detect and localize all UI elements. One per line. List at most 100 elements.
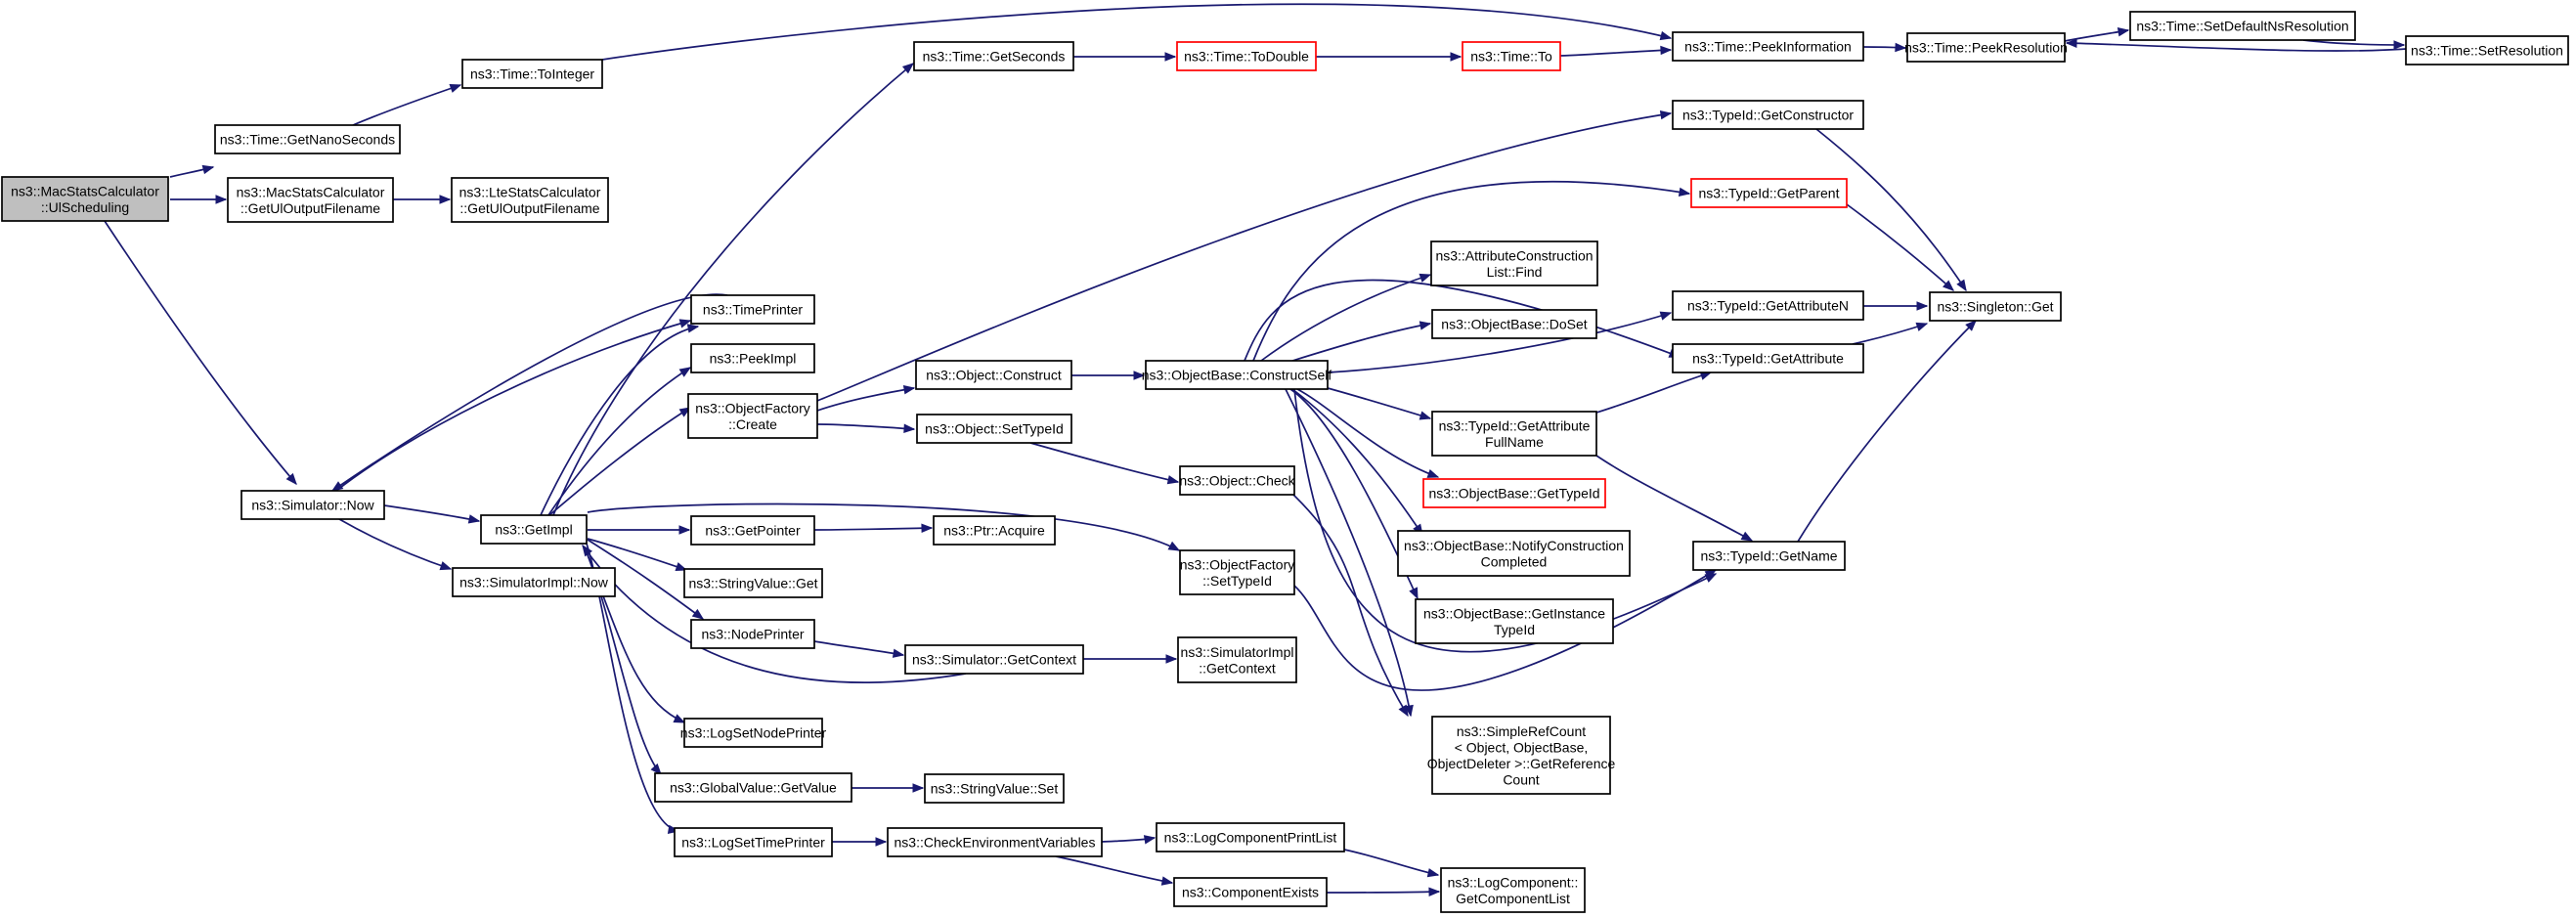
node-box: [1672, 31, 1864, 62]
node-objcheck[interactable]: ns3::Object::Check: [1179, 465, 1296, 496]
node-gvgetvalue[interactable]: ns3::GlobalValue::GetValue: [654, 772, 852, 803]
node-getpointer[interactable]: ns3::GetPointer: [690, 515, 815, 546]
node-timeprinter[interactable]: ns3::TimePrinter: [690, 294, 815, 325]
arrow-head: [1426, 469, 1440, 478]
node-macgetul[interactable]: ns3::MacStatsCalculator::GetUlOutputFile…: [227, 177, 394, 223]
node-objsettypeid[interactable]: ns3::Object::SetTypeId: [916, 414, 1072, 444]
node-box: [687, 393, 818, 439]
node-simgetcontext[interactable]: ns3::Simulator::GetContext: [904, 644, 1084, 675]
node-obgettypeid[interactable]: ns3::ObjectBase::GetTypeId: [1422, 478, 1606, 508]
node-label: ::GetUlOutputFilename: [459, 200, 599, 216]
node-simimplnow[interactable]: ns3::SimulatorImpl::Now: [452, 567, 616, 597]
node-ofcreate[interactable]: ns3::ObjectFactory::Create: [687, 393, 818, 439]
node-box: [904, 644, 1084, 675]
node-singleton[interactable]: ns3::Singleton::Get: [1929, 291, 2062, 322]
edge-from-ofcreate: [816, 112, 1672, 402]
arrow-head: [678, 367, 692, 377]
node-peekinfo[interactable]: ns3::Time::PeekInformation: [1672, 31, 1864, 62]
edge-from-ofcreate: [816, 423, 915, 430]
node-setdefaultns[interactable]: ns3::Time::SetDefaultNsResolution: [2129, 11, 2356, 41]
node-box: [1431, 716, 1611, 795]
node-peekimpl[interactable]: ns3::PeekImpl: [690, 343, 815, 373]
node-label: ns3::LogComponentPrintList: [1164, 830, 1337, 846]
node-getseconds[interactable]: ns3::Time::GetSeconds: [913, 41, 1074, 71]
node-timeto[interactable]: ns3::Time::To: [1462, 41, 1561, 71]
node-constructself[interactable]: ns3::ObjectBase::ConstructSelf: [1142, 360, 1332, 390]
node-tointeger[interactable]: ns3::Time::ToInteger: [461, 59, 603, 89]
node-getattrn[interactable]: ns3::TypeId::GetAttributeN: [1672, 290, 1864, 321]
node-label: ns3::Time::GetNanoSeconds: [220, 132, 395, 148]
edge-from-simnow: [383, 504, 480, 522]
node-ltegetul[interactable]: ns3::LteStatsCalculator::GetUlOutputFile…: [451, 177, 609, 223]
node-getnanosec[interactable]: ns3::Time::GetNanoSeconds: [214, 124, 401, 154]
edge-from-constructself: [1327, 312, 1672, 373]
node-label: ::UlScheduling: [41, 199, 129, 215]
node-simnow[interactable]: ns3::Simulator::Now: [240, 490, 385, 520]
arrow-head: [1740, 531, 1754, 542]
node-notifyconst[interactable]: ns3::ObjectBase::NotifyConstructionCompl…: [1397, 530, 1631, 577]
node-label: ns3::Ptr::Acquire: [943, 523, 1045, 539]
node-peekres[interactable]: ns3::Time::PeekResolution: [1904, 32, 2068, 63]
edge-from-getpointer: [813, 527, 933, 531]
arrow-head: [912, 783, 925, 793]
node-label: ::GetUlOutputFilename: [240, 200, 380, 216]
node-label: ns3::TypeId::GetAttribute: [1439, 417, 1591, 433]
arrow-head: [215, 195, 228, 204]
arrow-head: [1133, 371, 1146, 380]
edge-from-objsettypeid: [1029, 442, 1179, 483]
edge-from-typegetname: [1797, 320, 1977, 543]
node-compexists[interactable]: ns3::ComponentExists: [1173, 877, 1328, 907]
node-strvalget[interactable]: ns3::StringValue::Get: [683, 568, 823, 598]
node-getimpl[interactable]: ns3::GetImpl: [480, 514, 588, 545]
node-label: ns3::TypeId::GetAttributeN: [1687, 298, 1849, 314]
node-box: [1672, 343, 1864, 373]
node-label: < Object, ObjectBase,: [1455, 739, 1589, 755]
node-getparent[interactable]: ns3::TypeId::GetParent: [1690, 178, 1848, 208]
node-logcompget[interactable]: ns3::LogComponent::GetComponentList: [1440, 867, 1586, 913]
node-simimplgetcontext[interactable]: ns3::SimulatorImpl::GetContext: [1177, 636, 1297, 683]
node-label: GetComponentList: [1456, 891, 1570, 906]
node-label: ns3::SimpleRefCount: [1457, 723, 1586, 739]
node-typegetname[interactable]: ns3::TypeId::GetName: [1692, 541, 1846, 571]
node-label: List::Find: [1487, 264, 1543, 280]
node-box: [1, 176, 169, 222]
node-todouble[interactable]: ns3::Time::ToDouble: [1176, 41, 1317, 71]
node-root[interactable]: ns3::MacStatsCalculator::UlScheduling: [1, 176, 169, 222]
node-logcompprint[interactable]: ns3::LogComponentPrintList: [1156, 822, 1345, 852]
edge-from-simnow: [335, 320, 691, 492]
node-strvalset[interactable]: ns3::StringValue::Set: [924, 773, 1065, 804]
node-ofsettypeid[interactable]: ns3::ObjectFactory::SetTypeId: [1179, 549, 1295, 595]
node-objconstruct[interactable]: ns3::Object::Construct: [915, 360, 1072, 390]
node-label: ns3::Time::SetResolution: [2411, 43, 2563, 59]
node-label: ns3::SimulatorImpl: [1181, 644, 1294, 660]
node-box: [690, 294, 815, 325]
arrow-head: [901, 63, 915, 74]
node-label: ns3::TypeId::GetAttribute: [1692, 351, 1844, 367]
node-label: ns3::GetPointer: [705, 523, 801, 539]
node-checkenv[interactable]: ns3::CheckEnvironmentVariables: [887, 827, 1103, 857]
node-label: ns3::Time::SetDefaultNsResolution: [2136, 19, 2348, 34]
node-box: [915, 360, 1072, 390]
node-setres[interactable]: ns3::Time::SetResolution: [2405, 35, 2569, 66]
node-label: ns3::CheckEnvironmentVariables: [895, 835, 1096, 851]
node-box: [1173, 877, 1328, 907]
node-simplerefcount[interactable]: ns3::SimpleRefCount< Object, ObjectBase,…: [1427, 716, 1616, 795]
edge-from-constructself: [1291, 323, 1431, 362]
arrow-head: [1404, 704, 1414, 718]
node-logsettime[interactable]: ns3::LogSetTimePrinter: [674, 827, 833, 857]
arrow-head: [1165, 654, 1178, 664]
node-box: [1672, 100, 1864, 130]
node-doset[interactable]: ns3::ObjectBase::DoSet: [1431, 309, 1597, 339]
arrow-head: [330, 481, 344, 492]
node-getconstructor[interactable]: ns3::TypeId::GetConstructor: [1672, 100, 1864, 130]
node-ptracquire[interactable]: ns3::Ptr::Acquire: [933, 515, 1056, 546]
node-getattr[interactable]: ns3::TypeId::GetAttribute: [1672, 343, 1864, 373]
edge-from-objcheck: [1292, 494, 1409, 717]
node-logsetnode[interactable]: ns3::LogSetNodePrinter: [680, 718, 827, 748]
arrow-head: [691, 608, 705, 620]
node-nodeprinter[interactable]: ns3::NodePrinter: [690, 619, 815, 649]
